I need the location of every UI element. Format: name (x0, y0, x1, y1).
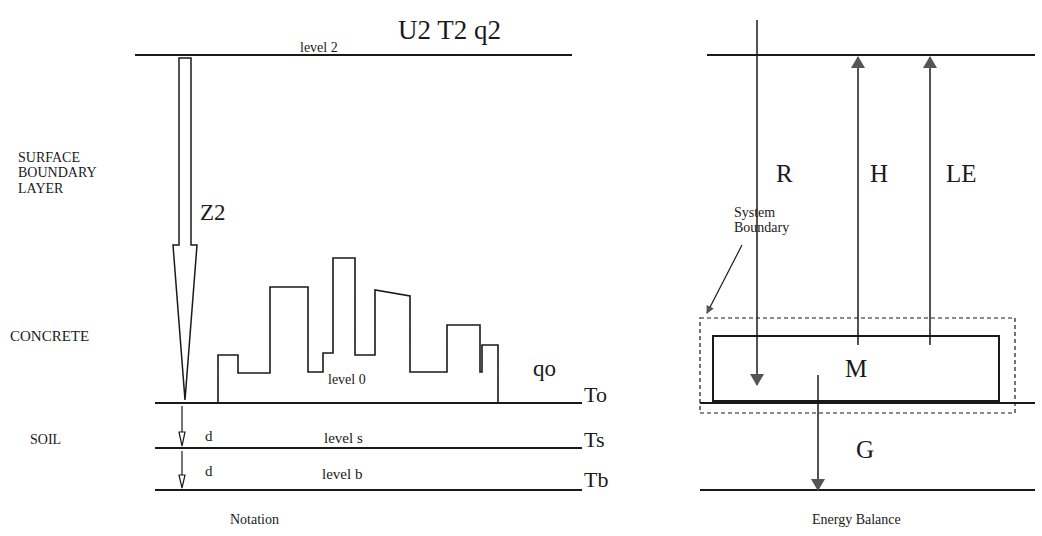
label-text: Energy Balance (812, 512, 901, 527)
label-text: LE (946, 160, 977, 188)
level-line (155, 489, 582, 491)
depth-arrow (179, 451, 185, 488)
label-text: U2 T2 q2 (398, 16, 501, 46)
label-text: H (870, 160, 888, 188)
label-text: Ts (584, 428, 604, 452)
label-text: Z2 (200, 200, 226, 225)
label-text: To (584, 383, 607, 407)
label-text: CONCRETE (10, 328, 89, 345)
label-text: Notation (230, 512, 279, 527)
level-line (135, 54, 572, 56)
level-line (700, 489, 1035, 491)
label-text: System Boundary (734, 205, 829, 236)
label-text: SOIL (30, 432, 61, 447)
node-text: M (845, 355, 867, 383)
label-text: d (205, 428, 213, 445)
sensible-heat-arrow (857, 57, 859, 345)
system-box: M (712, 335, 1000, 402)
level-line (700, 402, 1035, 404)
label-text: R (776, 160, 793, 188)
ground-flux-arrow (817, 375, 819, 490)
level-line (707, 54, 1035, 56)
depth-arrow (179, 406, 185, 446)
label-text: d (205, 463, 213, 480)
label-text: SURFACE BOUNDARY LAYER (18, 150, 123, 196)
building-skyline (218, 258, 498, 403)
label-text: G (856, 436, 874, 464)
radiation-arrow (756, 20, 758, 385)
label-text: level s (324, 430, 363, 447)
label-text: level 2 (300, 40, 338, 55)
height-arrow (173, 58, 197, 400)
level-line (155, 447, 582, 449)
label-text: level 0 (328, 372, 366, 387)
label-text: level b (322, 466, 362, 483)
leader-line (707, 245, 742, 313)
level-line (155, 402, 582, 404)
label-text: qo (533, 356, 556, 381)
label-text: Tb (584, 468, 608, 492)
latent-heat-arrow (929, 57, 931, 345)
